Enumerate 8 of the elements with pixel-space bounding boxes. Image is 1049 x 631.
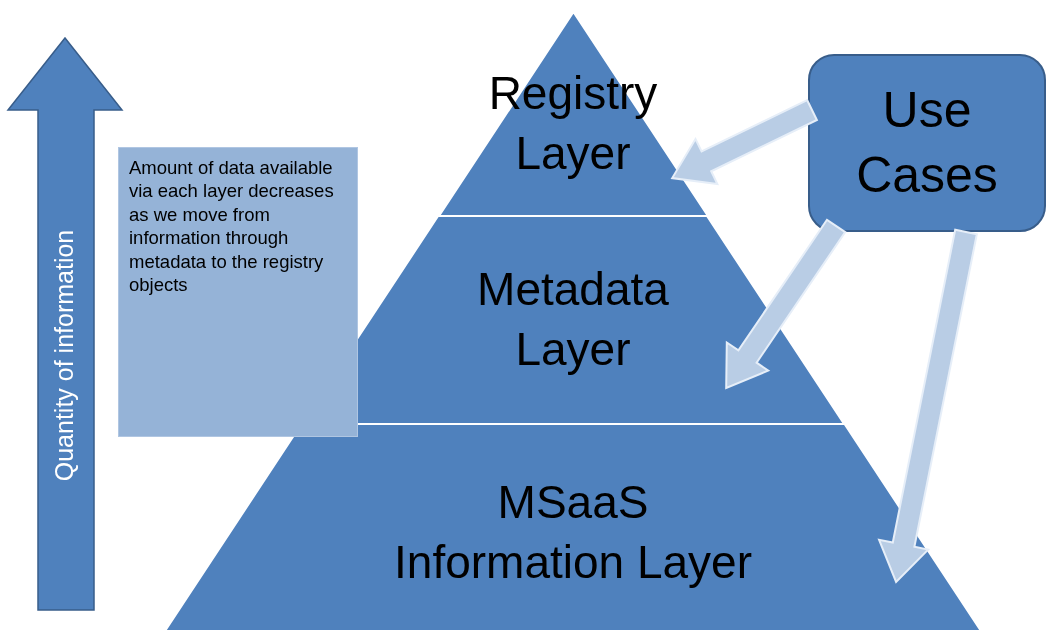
block-arrow bbox=[877, 228, 978, 584]
layer-label: Metadata Layer bbox=[476, 262, 670, 377]
arrow-label: Quantity of information bbox=[50, 229, 80, 481]
block-arrow bbox=[725, 218, 847, 390]
layer-label: MSaaS Information Layer bbox=[393, 474, 753, 590]
use-cases-box: Use Cases bbox=[808, 54, 1046, 232]
note-text: Amount of data available via each layer decreases as we move from information through metadata to the registry objects bbox=[118, 147, 358, 437]
block-arrow bbox=[670, 98, 819, 186]
